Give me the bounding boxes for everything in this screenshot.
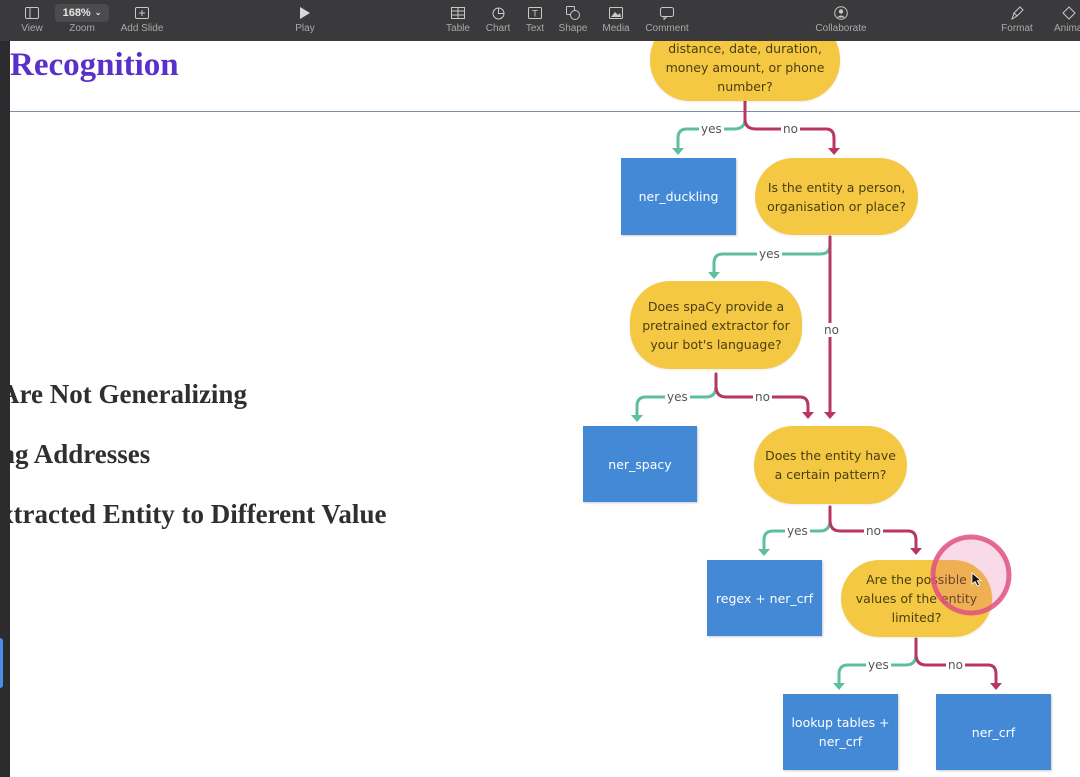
table-label: Table	[446, 23, 470, 34]
title-divider	[10, 111, 1080, 112]
answer-node-ner-duckling[interactable]: ner_duckling	[621, 158, 736, 235]
shape-icon	[566, 6, 580, 20]
keynote-toolbar: View 168%⌄ Zoom Add Slide Play Table Cha…	[0, 0, 1080, 42]
mouse-pointer-icon	[971, 572, 983, 587]
comment-button[interactable]: Comment	[643, 3, 691, 35]
table-button[interactable]: Table	[443, 3, 473, 35]
text-box-icon: T	[528, 7, 542, 19]
arrowhead	[631, 415, 643, 422]
answer-node-lookup-tables[interactable]: lookup tables + ner_crf	[783, 694, 898, 770]
comment-icon	[660, 6, 674, 20]
decision-node-values-limited[interactable]: Are the possible values of the entity li…	[841, 560, 992, 637]
flowchart-connectors	[631, 99, 1002, 690]
arrowhead	[672, 148, 684, 155]
arrowhead	[990, 683, 1002, 690]
decision-node-pattern[interactable]: Does the entity have a certain pattern?	[754, 426, 907, 504]
view-label: View	[21, 23, 43, 34]
chart-button[interactable]: Chart	[483, 3, 513, 35]
add-slide-icon	[135, 7, 149, 19]
add-slide-label: Add Slide	[120, 23, 164, 34]
answer-node-ner-crf[interactable]: ner_crf	[936, 694, 1051, 770]
decision-node-spacy-extractor[interactable]: Does spaCy provide a pretrained extracto…	[630, 281, 802, 369]
arrowhead	[833, 683, 845, 690]
slide-canvas[interactable]: Recognition Are Not Generalizing ng Addr…	[10, 41, 1080, 777]
bullet-item[interactable]: ng Addresses	[10, 439, 151, 469]
play-button[interactable]: Play	[290, 3, 320, 35]
decision-node-numeric-entity[interactable]: distance, date, duration, money amount, …	[650, 41, 840, 101]
media-button[interactable]: Media	[600, 3, 632, 35]
slide-title[interactable]: Recognition	[10, 47, 179, 83]
arrowhead	[828, 148, 840, 155]
shape-button[interactable]: Shape	[557, 3, 589, 35]
arrowhead	[802, 412, 814, 419]
svg-text:T: T	[531, 10, 538, 20]
play-icon	[300, 7, 310, 19]
media-icon	[609, 7, 623, 19]
zoom-value: 168%	[62, 7, 91, 19]
view-button[interactable]: View	[14, 3, 50, 35]
comment-label: Comment	[645, 23, 689, 34]
yes-label: yes	[665, 390, 690, 404]
paintbrush-icon	[1010, 6, 1024, 20]
decision-node-person-org-place[interactable]: Is the entity a person, organisation or …	[755, 158, 918, 235]
chart-icon	[492, 7, 504, 19]
arrowhead	[824, 412, 836, 419]
yes-label: yes	[785, 524, 810, 538]
answer-node-ner-spacy[interactable]: ner_spacy	[583, 426, 697, 502]
zoom-control[interactable]: 168%⌄ Zoom	[54, 3, 110, 35]
sidebar-icon	[25, 7, 39, 19]
no-label: no	[753, 390, 772, 404]
format-button[interactable]: Format	[998, 3, 1036, 35]
collaborate-label: Collaborate	[815, 23, 867, 34]
text-button[interactable]: T Text	[520, 3, 550, 35]
format-label: Format	[1001, 23, 1033, 34]
animate-label: Anima	[1054, 23, 1080, 34]
no-label: no	[864, 524, 883, 538]
answer-node-regex-ner-crf[interactable]: regex + ner_crf	[707, 560, 822, 636]
media-label: Media	[602, 23, 630, 34]
yes-label: yes	[866, 658, 891, 672]
shape-label: Shape	[558, 23, 588, 34]
text-label: Text	[525, 23, 545, 34]
selected-slide-indicator[interactable]	[0, 638, 3, 688]
play-label: Play	[295, 23, 315, 34]
arrowhead	[758, 549, 770, 556]
chevron-down-icon: ⌄	[94, 8, 102, 17]
bullet-item[interactable]: xtracted Entity to Different Value	[10, 499, 387, 529]
chart-label: Chart	[485, 23, 511, 34]
collaborate-button[interactable]: Collaborate	[812, 3, 870, 35]
yes-label: yes	[757, 247, 782, 261]
no-label: no	[946, 658, 965, 672]
no-label: no	[822, 323, 841, 337]
bullet-item[interactable]: Are Not Generalizing	[10, 379, 247, 409]
add-slide-button[interactable]: Add Slide	[118, 3, 166, 35]
animate-button[interactable]: Anima	[1052, 3, 1080, 35]
table-icon	[451, 7, 465, 19]
no-label: no	[781, 122, 800, 136]
arrowhead	[708, 272, 720, 279]
animate-diamond-icon	[1062, 6, 1076, 20]
yes-label: yes	[699, 122, 724, 136]
arrowhead	[910, 548, 922, 555]
click-highlight-icon	[930, 534, 1012, 616]
zoom-label: Zoom	[69, 23, 95, 34]
collaborate-icon	[834, 6, 848, 20]
slide-navigator-edge	[0, 41, 10, 777]
